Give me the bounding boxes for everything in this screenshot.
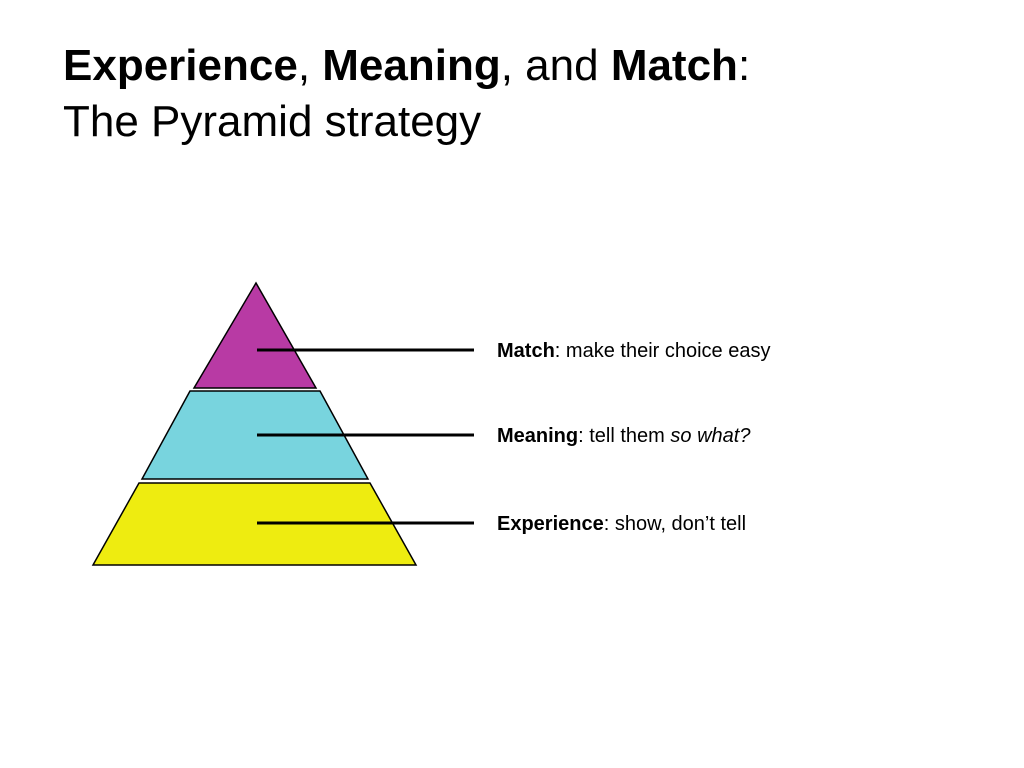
title-separator: :	[737, 41, 751, 90]
slide-title: Experience, Meaning, and Match: The Pyra…	[63, 38, 750, 150]
pyramid-tier-meaning	[140, 390, 370, 480]
pyramid-tier-match	[192, 281, 318, 389]
tier-label-experience: Experience: show, don’t tell	[497, 511, 746, 537]
pyramid-tier-experience	[91, 482, 418, 566]
tier-description: tell them	[589, 425, 671, 447]
tier-label-meaning: Meaning: tell them so what?	[497, 423, 750, 449]
tier-separator: :	[603, 513, 615, 535]
tier-description: make their choice easy	[565, 340, 771, 362]
tier-name: Experience	[497, 513, 604, 535]
title-separator: ,	[297, 41, 323, 90]
tier-description: show, don’t tell	[614, 513, 747, 535]
title-separator: , and	[500, 41, 611, 90]
tier-separator: :	[578, 425, 590, 447]
tier-label-match: Match: make their choice easy	[497, 338, 770, 364]
tier-emphasis: so what?	[670, 425, 751, 447]
title-term-match: Match	[610, 41, 738, 90]
tier-name: Match	[497, 340, 555, 362]
tier-separator: :	[554, 340, 566, 362]
title-term-experience: Experience	[63, 41, 298, 90]
tier-name: Meaning	[497, 425, 579, 447]
title-term-meaning: Meaning	[322, 41, 501, 90]
title-subtitle: The Pyramid strategy	[63, 97, 482, 146]
